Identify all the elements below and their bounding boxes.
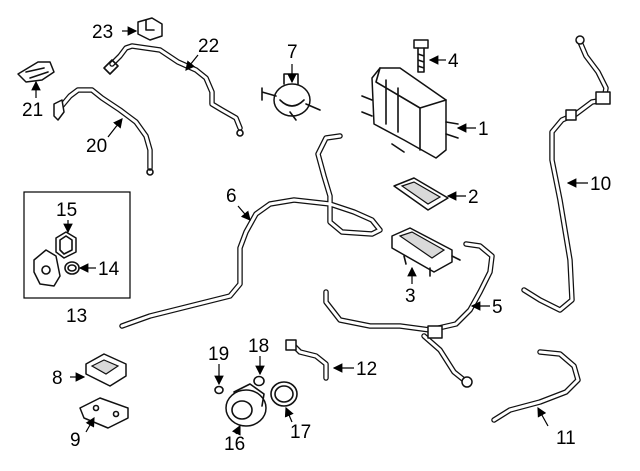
- callout-20: 20: [86, 136, 107, 157]
- part-8-sensor: [85, 353, 127, 387]
- part-14-o-ring: [64, 261, 80, 275]
- part-19-ring: [214, 385, 224, 395]
- callout-19: 19: [208, 344, 229, 365]
- part-6-fuel-tube: [119, 133, 383, 329]
- callout-18: 18: [248, 336, 269, 357]
- part-15-gasket: [55, 231, 77, 259]
- callout-3: 3: [405, 286, 416, 307]
- part-18-ring: [253, 375, 265, 387]
- callout-23: 23: [92, 22, 113, 43]
- part-5-hose: [323, 241, 495, 388]
- part-9-bracket: [79, 397, 129, 429]
- callout-5: 5: [492, 297, 503, 318]
- part-1-evap-canister: [361, 67, 459, 159]
- part-22-vapor-hose: [103, 43, 244, 137]
- callout-11: 11: [556, 428, 576, 449]
- part-20-purge-line: [53, 87, 154, 176]
- callout-4: 4: [448, 51, 459, 72]
- callout-21: 21: [22, 100, 43, 121]
- part-16-pump: [225, 383, 267, 427]
- callout-10: 10: [590, 174, 611, 195]
- callout-7: 7: [287, 42, 298, 63]
- part-12-bracket-tube: [285, 339, 329, 381]
- part-21-bracket: [17, 61, 55, 83]
- callout-8: 8: [52, 368, 63, 389]
- callout-22: 22: [198, 36, 219, 57]
- callout-14: 14: [98, 259, 120, 280]
- callout-15: 15: [56, 200, 77, 221]
- part-7-purge-valve: [261, 73, 321, 121]
- part-17-seal: [270, 381, 298, 407]
- callout-6: 6: [226, 186, 237, 207]
- part-11-hose: [491, 349, 581, 423]
- part-23-clip: [137, 17, 163, 41]
- callout-2: 2: [468, 187, 479, 208]
- part-2-filter: [393, 177, 449, 211]
- part-10-vent-line: [521, 35, 611, 313]
- part-3-tray: [391, 227, 461, 277]
- callout-1: 1: [478, 119, 489, 140]
- callout-9: 9: [70, 430, 81, 451]
- callout-numbers: 23 22 21 20 7 4 1 2 3 6 5 10 11 12 8 9 1…: [22, 22, 611, 455]
- callout-12: 12: [356, 359, 377, 380]
- part-13-housing: [33, 249, 61, 287]
- callout-13: 13: [66, 306, 87, 327]
- part-4-bolt: [413, 39, 429, 73]
- callout-16: 16: [224, 434, 245, 455]
- part-13-assembly-box: [23, 191, 131, 299]
- callout-17: 17: [290, 422, 311, 443]
- leader-lines: [31, 26, 588, 436]
